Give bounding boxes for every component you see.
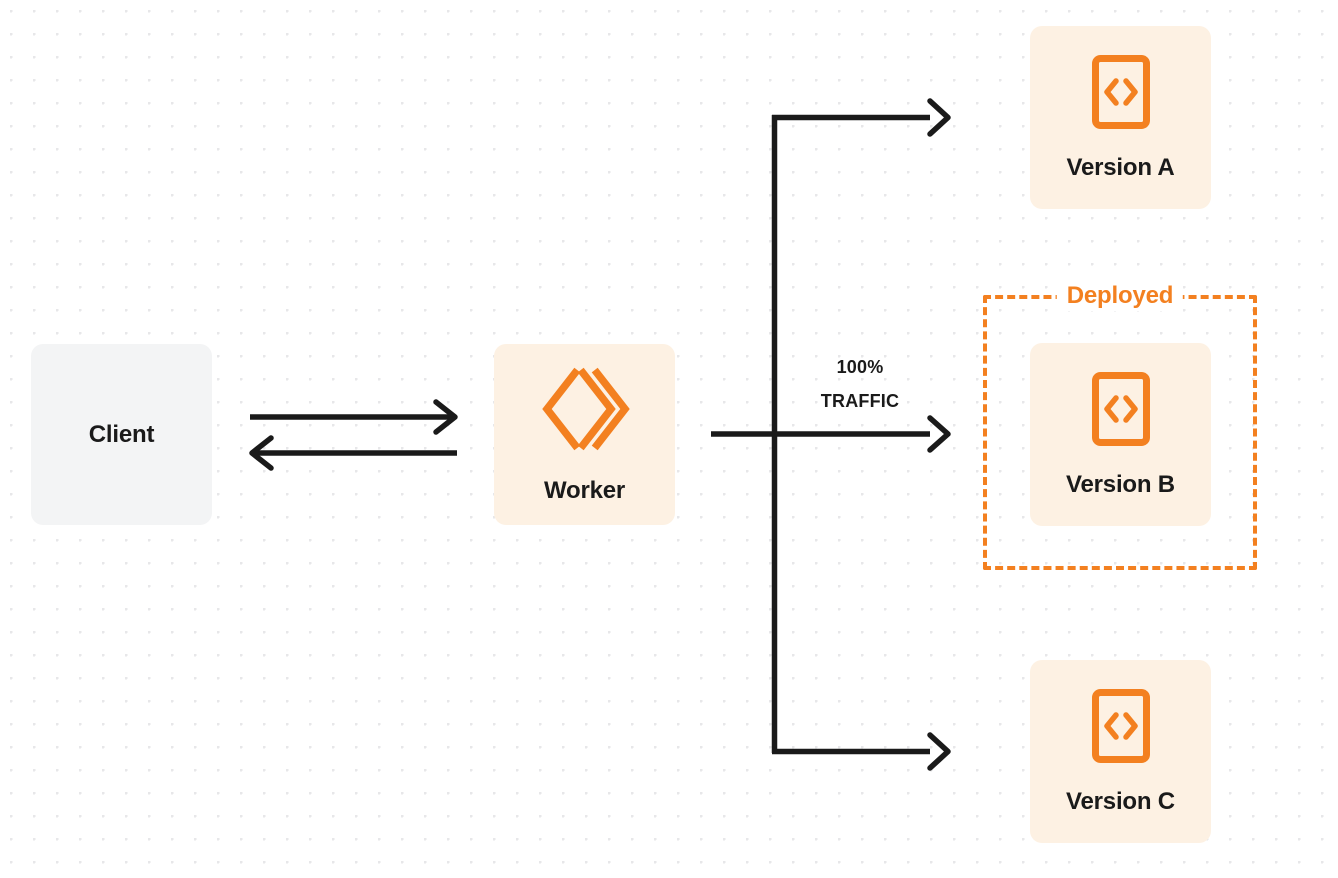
node-version-a-label: Version A	[1066, 154, 1175, 181]
arrow-client-to-worker	[250, 399, 458, 435]
node-client[interactable]: Client	[31, 344, 212, 525]
cloudflare-workers-logo-icon	[539, 366, 631, 457]
traffic-percent: 100%	[836, 357, 884, 377]
code-document-icon	[1091, 55, 1150, 134]
code-document-icon	[1091, 689, 1150, 768]
node-version-b-label: Version B	[1066, 471, 1175, 498]
traffic-caption: TRAFFIC	[820, 391, 900, 411]
deployed-group-label: Deployed	[1056, 282, 1184, 311]
node-version-c[interactable]: Version C	[1030, 660, 1211, 843]
arrow-to-version-c	[772, 732, 951, 771]
deployed-group-frame: Deployed	[983, 282, 1257, 570]
node-worker-label: Worker	[543, 477, 626, 504]
node-client-label: Client	[88, 420, 155, 448]
arrow-worker-to-client	[249, 435, 457, 471]
code-document-icon	[1091, 372, 1150, 451]
node-version-b[interactable]: Version B	[1030, 343, 1211, 526]
arrow-to-version-b	[927, 415, 951, 453]
worker-trunk-line	[711, 115, 930, 753]
node-worker[interactable]: Worker	[494, 344, 675, 525]
node-version-c-label: Version C	[1066, 788, 1175, 815]
node-version-a[interactable]: Version A	[1030, 26, 1211, 209]
arrow-to-version-a	[772, 98, 951, 137]
traffic-label: 100% TRAFFIC	[790, 350, 930, 418]
